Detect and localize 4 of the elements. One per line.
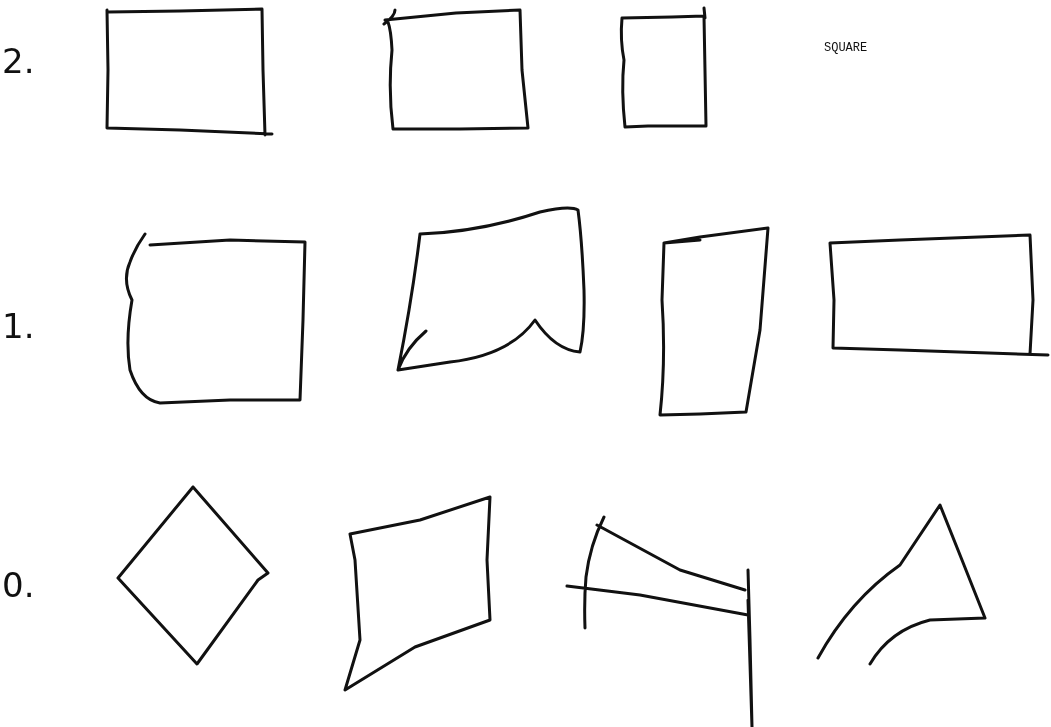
score-number: 0. [2, 568, 35, 602]
shape-name: SQUARE [824, 42, 868, 54]
score-number: 2. [2, 44, 35, 78]
score-number: 1. [2, 309, 35, 343]
